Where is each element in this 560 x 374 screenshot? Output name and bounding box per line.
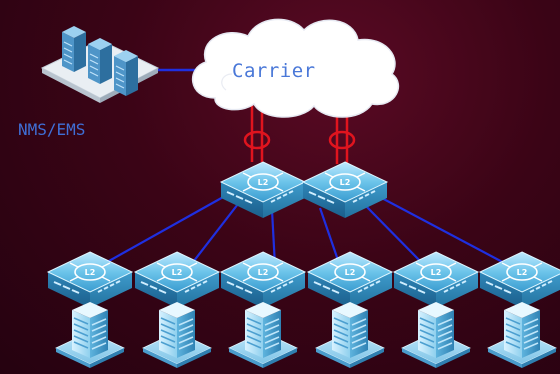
link-agg2-access6	[377, 195, 511, 267]
ring-protection-icon	[243, 130, 271, 150]
link-agg2-access5	[361, 201, 426, 267]
server-rack-icon	[40, 26, 160, 103]
office-building-icon	[142, 301, 212, 369]
aggregation-switch-right	[302, 161, 388, 219]
office-building-icon	[315, 301, 385, 369]
nms-ems-label: NMS/EMS	[18, 120, 86, 139]
carrier-cloud-label: Carrier	[232, 60, 316, 82]
office-building-icon	[55, 301, 125, 369]
access-switch-6	[479, 251, 560, 309]
access-switch-1	[47, 251, 133, 309]
access-switch-2	[134, 251, 220, 309]
link-agg1-access2	[189, 203, 239, 267]
access-switch-4	[307, 251, 393, 309]
link-agg2-access4	[318, 207, 342, 267]
cloud-icon	[191, 18, 400, 118]
office-building-icon	[487, 301, 557, 369]
access-links	[99, 195, 511, 267]
link-agg1-access1	[99, 195, 226, 267]
office-building-icon	[401, 301, 471, 369]
link-agg1-access3	[270, 209, 277, 267]
ring-protection-icon	[328, 130, 356, 150]
access-switch-5	[393, 251, 479, 309]
office-building-icon	[228, 301, 298, 369]
access-switch-3	[220, 251, 306, 309]
